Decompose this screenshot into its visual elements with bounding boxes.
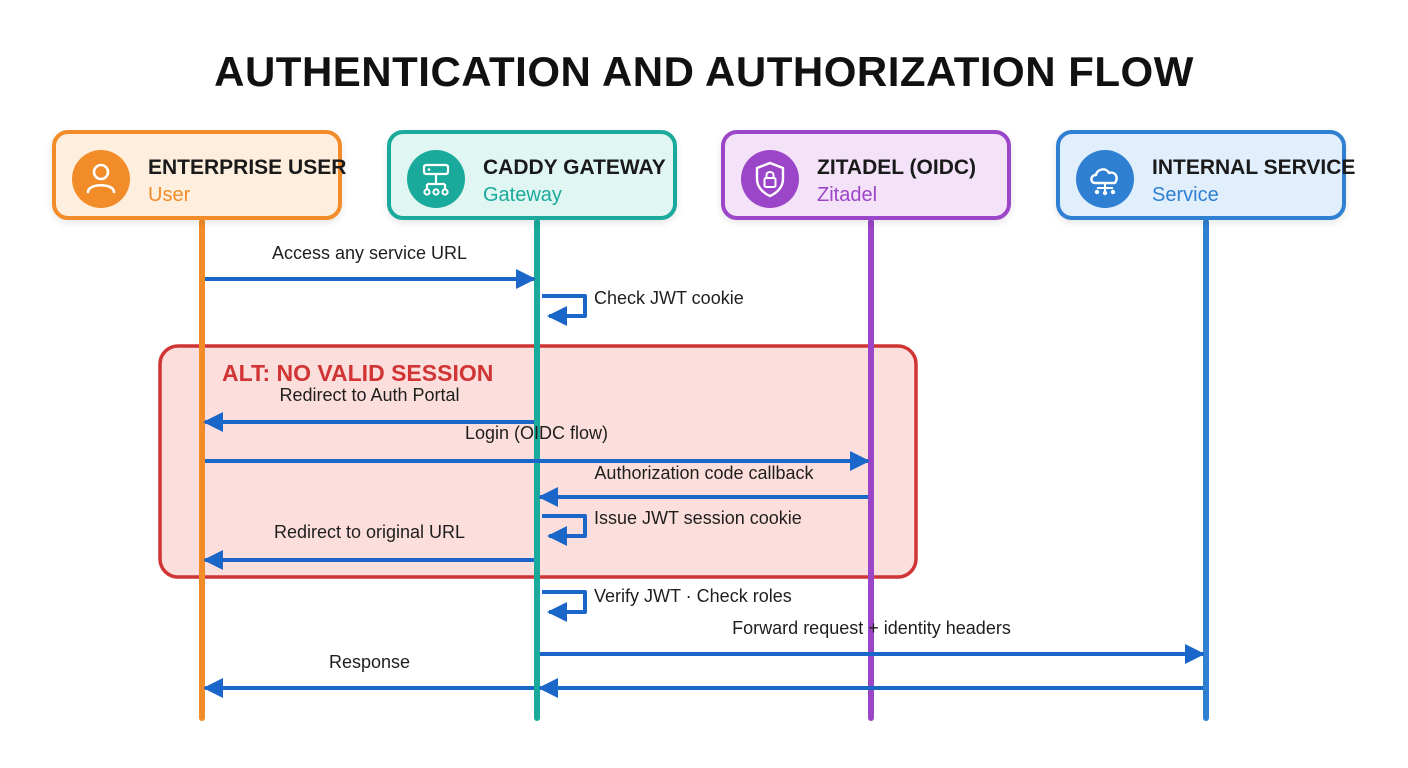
message-label-redirect-auth: Redirect to Auth Portal — [279, 385, 460, 405]
alt-fragment-label: ALT: NO VALID SESSION — [222, 360, 494, 386]
message-label-forward-request: Forward request + identity headers — [732, 618, 1011, 638]
participant-name: INTERNAL SERVICE — [1152, 156, 1356, 179]
participant-card-service: INTERNAL SERVICE Service — [1056, 130, 1355, 220]
participant-role: Service — [1152, 184, 1219, 206]
participant-card-user: ENTERPRISE USER User — [52, 130, 346, 220]
participant-card-zitadel: ZITADEL (OIDC) Zitadel — [721, 130, 1011, 220]
participant-name: CADDY GATEWAY — [483, 156, 666, 179]
message-label-response: Response — [328, 652, 411, 672]
message-label-issue-jwt: Issue JWT session cookie — [594, 508, 802, 528]
participant-role: Gateway — [483, 184, 562, 206]
participant-role: Zitadel — [817, 184, 878, 206]
message-label-auth-code-callback: Authorization code callback — [594, 463, 814, 483]
participant-name: ZITADEL (OIDC) — [817, 156, 977, 179]
network-gateway-icon — [407, 150, 465, 208]
user-icon — [72, 150, 130, 208]
message-label-access-service: Access any service URL — [271, 243, 468, 263]
self-arrow-issue-jwt — [542, 514, 587, 546]
shield-lock-icon — [741, 150, 799, 208]
cloud-network-icon — [1076, 150, 1134, 208]
diagram-title: AUTHENTICATION AND AUTHORIZATION FLOW — [214, 48, 1194, 95]
message-label-redirect-original: Redirect to original URL — [273, 522, 466, 542]
participant-card-gateway: CADDY GATEWAY Gateway — [387, 130, 677, 220]
message-label-login-oidc: Login (OIDC flow) — [464, 423, 609, 443]
message-label-check-jwt: Check JWT cookie — [594, 288, 744, 308]
participant-role: User — [148, 184, 191, 206]
self-arrow-check-jwt — [542, 294, 587, 326]
self-arrow-verify-jwt — [542, 590, 587, 622]
message-label-verify-jwt: Verify JWT · Check roles — [594, 586, 792, 606]
participant-name: ENTERPRISE USER — [148, 156, 347, 179]
